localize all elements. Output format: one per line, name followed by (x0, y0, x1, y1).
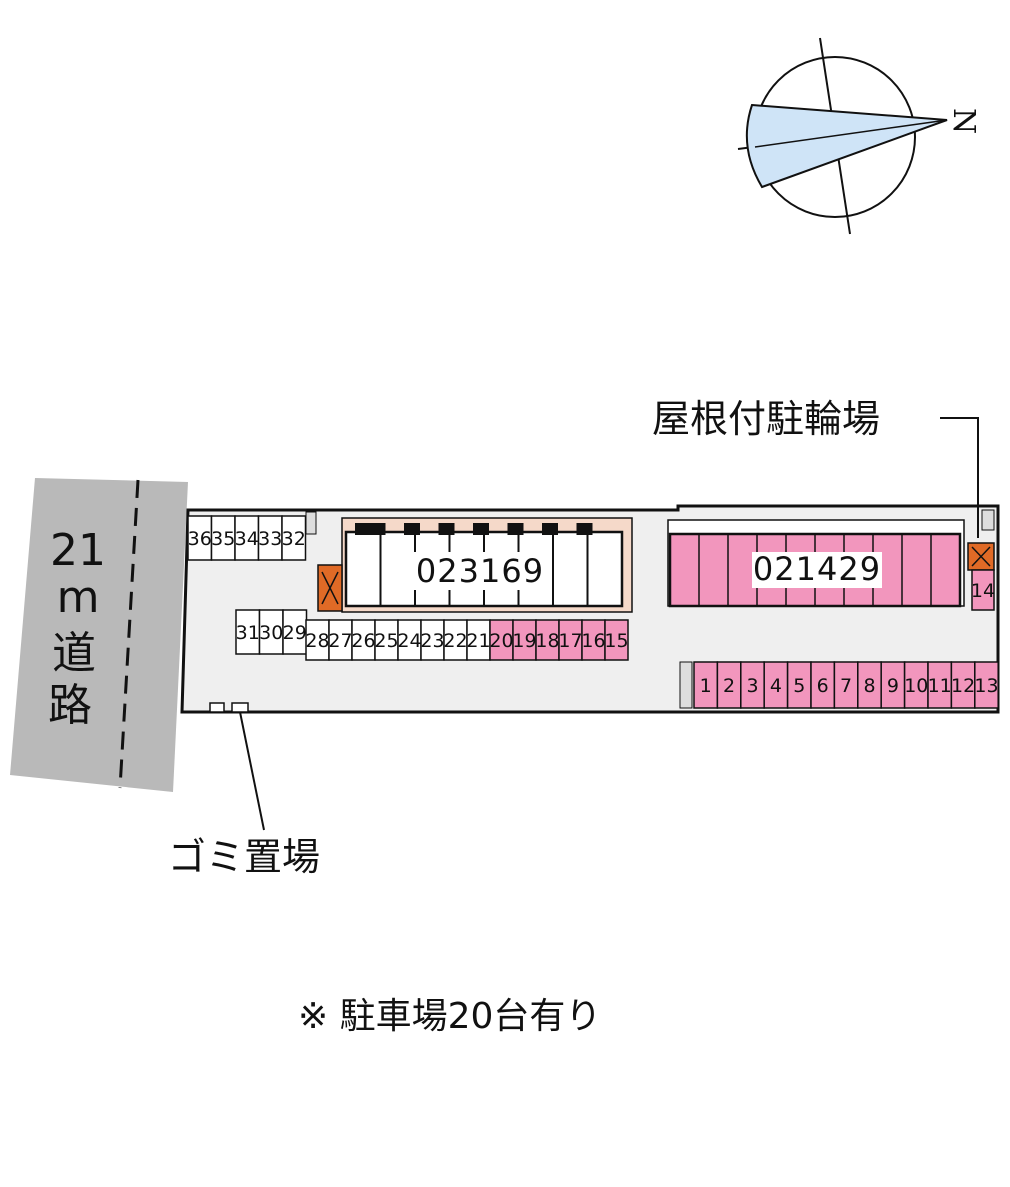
parking-slot-7: 7 (833, 661, 859, 709)
road-label-unit: m (57, 572, 100, 623)
parking-slot-number: 20 (489, 630, 513, 652)
bicycle-parking-label: 屋根付駐輪場 (652, 397, 880, 441)
parking-slot-4: 4 (763, 661, 789, 709)
parking-slot-33: 33 (257, 515, 283, 561)
north-compass-icon: N (737, 37, 981, 235)
parking-slot-32: 32 (281, 515, 307, 561)
parking-slot-20: 20 (489, 619, 514, 661)
parking-slot-number: 2 (723, 675, 735, 697)
parking-slot-13: 13 (974, 661, 999, 709)
parking-slot-number: 17 (558, 630, 582, 652)
parking-slot-number: 21 (466, 630, 490, 652)
parking-slot-21: 21 (466, 619, 491, 661)
parking-slot-number: 12 (951, 675, 975, 697)
parking-slot-28: 28 (305, 619, 330, 661)
parking-slot-number: 7 (840, 675, 852, 697)
building-id-label: 021429 (753, 550, 881, 588)
parking-note: ※ 駐車場20台有り (298, 996, 601, 1037)
parking-slot-number: 23 (420, 630, 444, 652)
parking-slot-number: 13 (974, 675, 998, 697)
parking-slot-number: 14 (971, 580, 995, 602)
parking-slot-number: 36 (188, 528, 212, 550)
callout-garbage: ゴミ置場 (168, 711, 320, 879)
parking-slot-number: 22 (443, 630, 467, 652)
parking-slot-27: 27 (328, 619, 353, 661)
parking-slot-22: 22 (443, 619, 468, 661)
parking-slot-number: 31 (236, 622, 260, 644)
parking-slot-8: 8 (857, 661, 882, 709)
parking-slot-number: 4 (770, 675, 782, 697)
parking-slot-3: 3 (740, 661, 765, 709)
garbage-label: ゴミ置場 (168, 835, 320, 879)
parking-slot-2: 2 (716, 661, 742, 709)
parking-slot-number: 19 (512, 630, 536, 652)
parking-slot-24: 24 (397, 619, 422, 661)
parking-slot-30: 30 (258, 609, 284, 655)
parking-slot-17: 17 (558, 619, 583, 661)
parking-slot-number: 10 (904, 675, 928, 697)
road-label-width: 21 (50, 525, 106, 576)
parking-slot-6: 6 (810, 661, 836, 709)
parking-slot-36: 36 (187, 515, 213, 561)
parking-slot-34: 34 (234, 515, 260, 561)
parking-slot-number: 18 (535, 630, 559, 652)
parking-slot-number: 3 (746, 675, 758, 697)
parking-slot-5: 5 (786, 661, 812, 709)
parking-slot-number: 25 (374, 630, 398, 652)
parking-slot-number: 35 (211, 528, 235, 550)
callout-bicycle-parking: 屋根付駐輪場 (652, 397, 979, 538)
road-label-char1: 道 (52, 628, 96, 679)
parking-slot-number: 6 (817, 675, 829, 697)
parking-slot-number: 29 (283, 622, 307, 644)
parking-slot-26: 26 (351, 619, 376, 661)
parking-slot-number: 24 (397, 630, 421, 652)
parking-slot-25: 25 (374, 619, 399, 661)
parking-slot-18: 18 (535, 619, 560, 661)
parking-slot-35: 35 (210, 515, 236, 561)
parking-slot-number: 1 (700, 675, 712, 697)
parking-slot-19: 19 (512, 619, 537, 661)
parking-slot-number: 27 (328, 630, 352, 652)
road-label-char2: 路 (48, 680, 92, 731)
parking-slot-number: 5 (793, 675, 805, 697)
parking-slot-number: 33 (258, 528, 282, 550)
road-21m: 21 m 道 路 (10, 478, 188, 792)
parking-slot-number: 30 (259, 622, 283, 644)
parking-slot-15: 15 (604, 619, 629, 661)
parking-slot-31: 31 (235, 609, 261, 655)
parking-slot-1: 1 (693, 661, 719, 709)
garbage-box-icon (317, 564, 343, 612)
parking-slot-10: 10 (903, 661, 929, 709)
parking-slot-11: 11 (927, 661, 953, 709)
parking-slot-23: 23 (420, 619, 445, 661)
building-id-label: 023169 (416, 552, 544, 590)
parking-slot-number: 11 (928, 675, 952, 697)
parking-slot-number: 34 (235, 528, 259, 550)
north-label: N (946, 108, 981, 134)
parking-slot-number: 9 (887, 675, 899, 697)
parking-slot-14: 14 (971, 569, 995, 611)
parking-slot-number: 26 (351, 630, 375, 652)
parking-slot-9: 9 (880, 661, 906, 709)
parking-slot-number: 28 (305, 630, 329, 652)
parking-slot-12: 12 (950, 661, 976, 709)
parking-slot-16: 16 (581, 619, 606, 661)
bicycle-shelter-icon (967, 542, 995, 571)
parking-slot-number: 15 (604, 630, 628, 652)
parking-slot-number: 32 (282, 528, 306, 550)
building-023169: 023169 (341, 517, 633, 613)
parking-slot-number: 8 (863, 675, 875, 697)
parking-slot-29: 29 (282, 609, 308, 655)
parking-slot-number: 16 (581, 630, 605, 652)
building-021429: 021429 (667, 519, 965, 608)
